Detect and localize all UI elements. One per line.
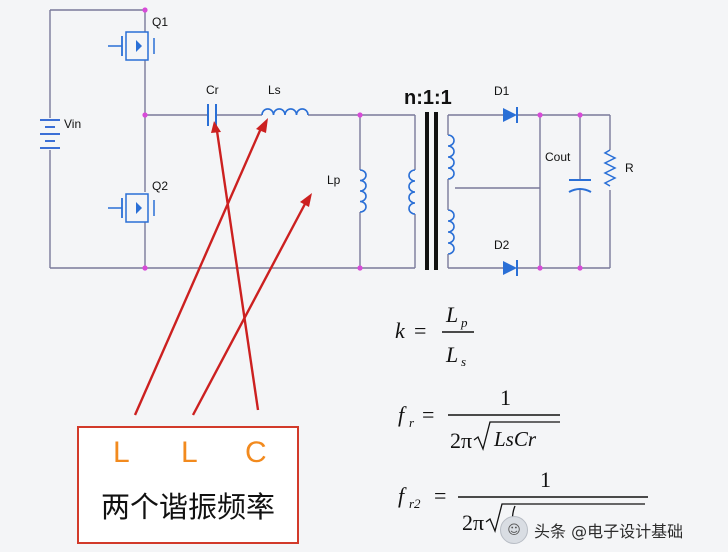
svg-text:k: k <box>395 318 406 343</box>
formula-k: k = L p L s <box>395 302 474 369</box>
svg-text:2π: 2π <box>462 510 484 535</box>
transformer: n:1:1 <box>404 87 455 270</box>
svg-text:LsCr: LsCr <box>493 427 537 451</box>
r-label: R <box>625 161 634 175</box>
secondary-wires <box>448 114 611 269</box>
svg-text:r: r <box>409 415 415 430</box>
r-resistor: R <box>603 149 634 187</box>
callout-letter-l2: L <box>181 436 198 469</box>
q1-mosfet: Q1 <box>108 10 168 268</box>
svg-text:L: L <box>445 302 458 327</box>
svg-text:s: s <box>461 354 466 369</box>
q2-label: Q2 <box>152 179 168 193</box>
d1-diode: D1 <box>494 84 518 123</box>
ls-inductor: Ls <box>261 83 309 116</box>
turns-ratio-label: n:1:1 <box>404 87 452 109</box>
vin-source: Vin <box>40 10 81 268</box>
q2-mosfet: Q2 <box>108 179 168 223</box>
lp-inductor: Lp <box>327 115 367 268</box>
svg-text:=: = <box>434 483 446 508</box>
svg-text:=: = <box>414 318 426 343</box>
ls-label: Ls <box>268 83 281 97</box>
resonance-callout-box: L L C 两个谐振频率 <box>77 426 299 544</box>
callout-letter-l1: L <box>113 436 130 469</box>
junction-nodes <box>142 7 583 271</box>
svg-text:L: L <box>445 342 458 367</box>
svg-text:f: f <box>398 402 407 427</box>
svg-text:1: 1 <box>500 385 511 410</box>
d2-diode: D2 <box>494 238 518 276</box>
cout-capacitor: Cout <box>545 150 592 193</box>
formula-fr2: f r2 = 1 2π <box>398 467 648 535</box>
callout-caption: 两个谐振频率 <box>100 490 275 524</box>
svg-text:=: = <box>422 402 434 427</box>
callout-letter-c: C <box>245 436 267 469</box>
q1-label: Q1 <box>152 15 168 29</box>
watermark: ☺ 头条 @电子设计基础 <box>500 512 724 548</box>
vin-label: Vin <box>64 117 81 131</box>
formula-fr: f r = 1 2π LsCr <box>398 385 560 453</box>
cr-capacitor: Cr <box>206 83 219 126</box>
svg-text:p: p <box>460 315 468 330</box>
svg-text:f: f <box>398 483 407 508</box>
d2-label: D2 <box>494 238 510 252</box>
watermark-logo-icon: ☺ <box>500 516 528 544</box>
cr-label: Cr <box>206 83 219 97</box>
d1-label: D1 <box>494 84 510 98</box>
cout-label: Cout <box>545 150 571 164</box>
svg-text:1: 1 <box>540 467 551 492</box>
lp-label: Lp <box>327 173 341 187</box>
watermark-text: 头条 @电子设计基础 <box>534 522 684 541</box>
svg-text:r2: r2 <box>409 496 421 511</box>
svg-text:2π: 2π <box>450 428 472 453</box>
callout-arrows <box>133 118 312 416</box>
